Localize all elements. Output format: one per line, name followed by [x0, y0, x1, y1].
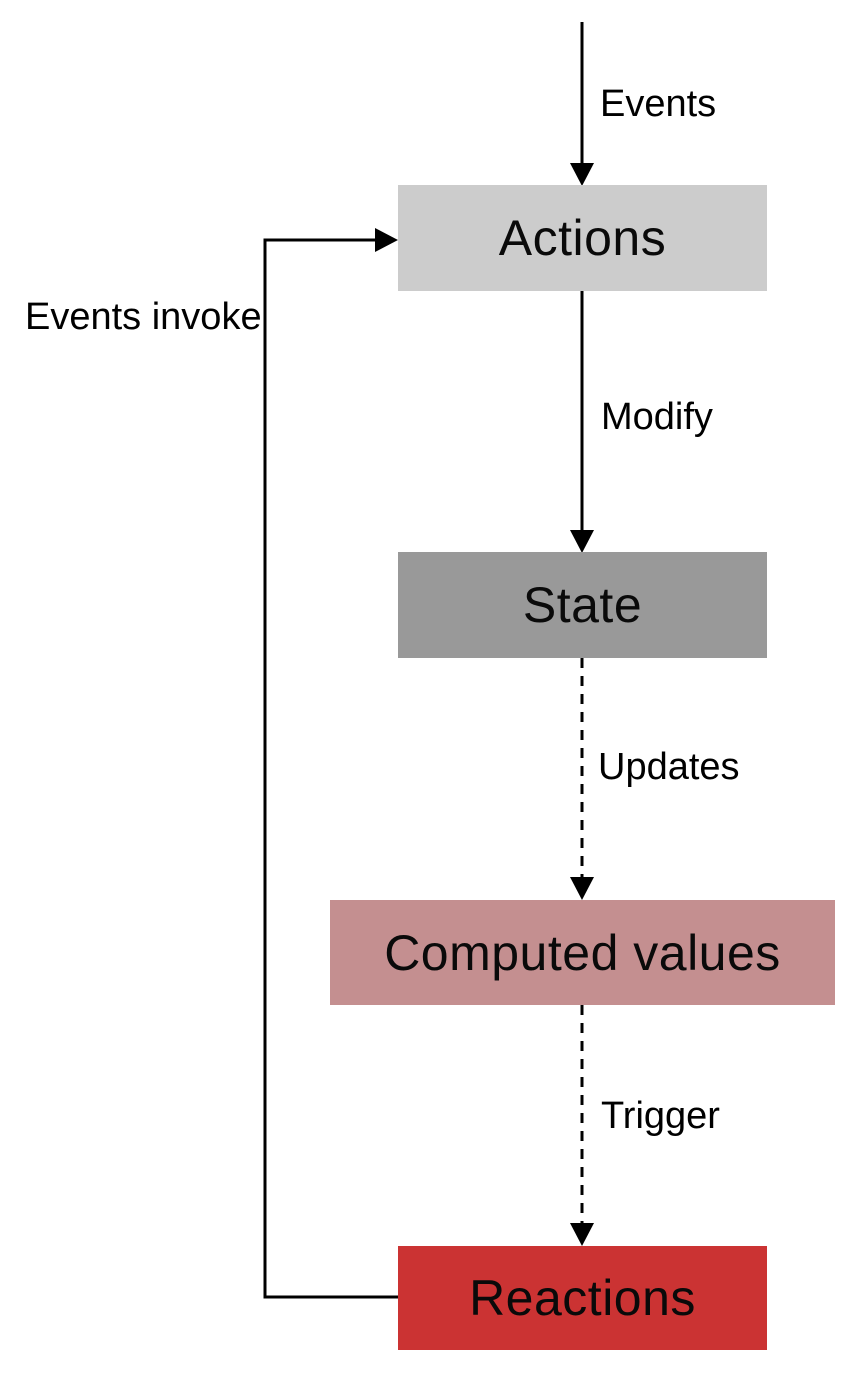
node-actions-label: Actions	[498, 210, 667, 266]
edge-label-updates: Updates	[598, 746, 740, 788]
arrow-computed-to-reactions	[570, 1005, 594, 1246]
edge-label-modify: Modify	[601, 396, 713, 438]
arrow-actions-to-state	[570, 291, 594, 553]
node-state-label: State	[522, 577, 643, 633]
arrow-state-to-computed	[570, 658, 594, 900]
arrow-reactions-to-actions	[263, 228, 398, 1299]
edge-label-events-invoke: Events invoke	[25, 296, 262, 338]
node-actions: Actions	[398, 185, 767, 291]
node-reactions-label: Reactions	[469, 1270, 696, 1326]
node-reactions: Reactions	[398, 1246, 767, 1350]
node-computed-values: Computed values	[330, 900, 835, 1005]
edge-label-events: Events	[600, 83, 717, 125]
node-computed-values-label: Computed values	[384, 924, 781, 981]
node-state: State	[398, 552, 767, 658]
edge-label-trigger: Trigger	[601, 1095, 720, 1137]
arrow-events-to-actions	[570, 22, 594, 186]
